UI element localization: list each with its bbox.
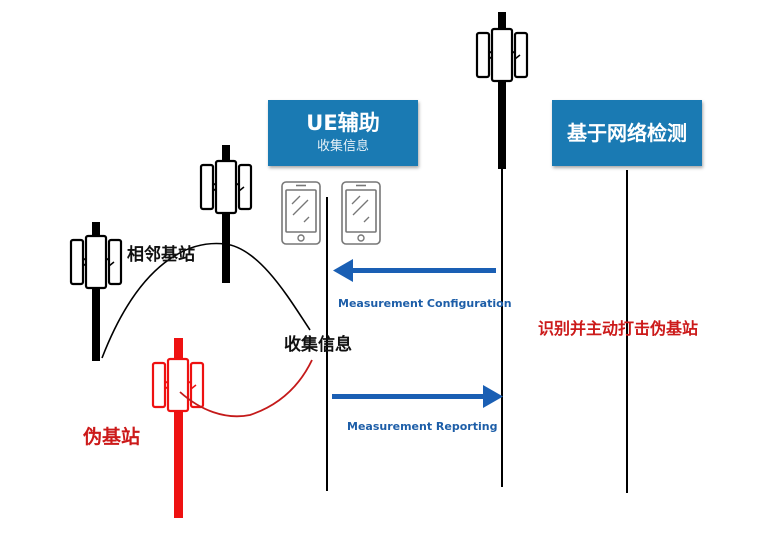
neighbor-station-label: 相邻基站 <box>127 245 195 265</box>
collect-info-label: 收集信息 <box>284 335 352 355</box>
fake-station-label: 伪基站 <box>83 426 141 448</box>
smartphone-icon <box>341 181 381 245</box>
cell-tower-icon <box>69 222 123 361</box>
fake-collection-curve <box>179 359 313 418</box>
ue-assist-box: UE辅助 收集信息 <box>268 100 418 166</box>
neighbor-collection-curve <box>101 242 311 359</box>
network-detection-box: 基于网络检测 <box>552 100 702 166</box>
network-detection-title: 基于网络检测 <box>567 121 687 145</box>
cell-tower-icon <box>199 145 253 283</box>
identify-attack-label: 识别并主动打击伪基站 <box>538 319 699 338</box>
ue-assist-title: UE辅助 <box>306 111 380 135</box>
cell-tower-icon <box>475 12 529 169</box>
measurement-reporting-label: Measurement Reporting <box>347 420 498 433</box>
measurement-configuration-arrow <box>333 259 496 282</box>
smartphone-icon <box>281 181 321 245</box>
ue-assist-subtitle: 收集信息 <box>316 139 369 154</box>
measurement-configuration-label: Measurement Configuration <box>338 297 512 310</box>
fake-cell-tower-icon <box>151 338 205 518</box>
measurement-reporting-arrow <box>332 385 503 408</box>
